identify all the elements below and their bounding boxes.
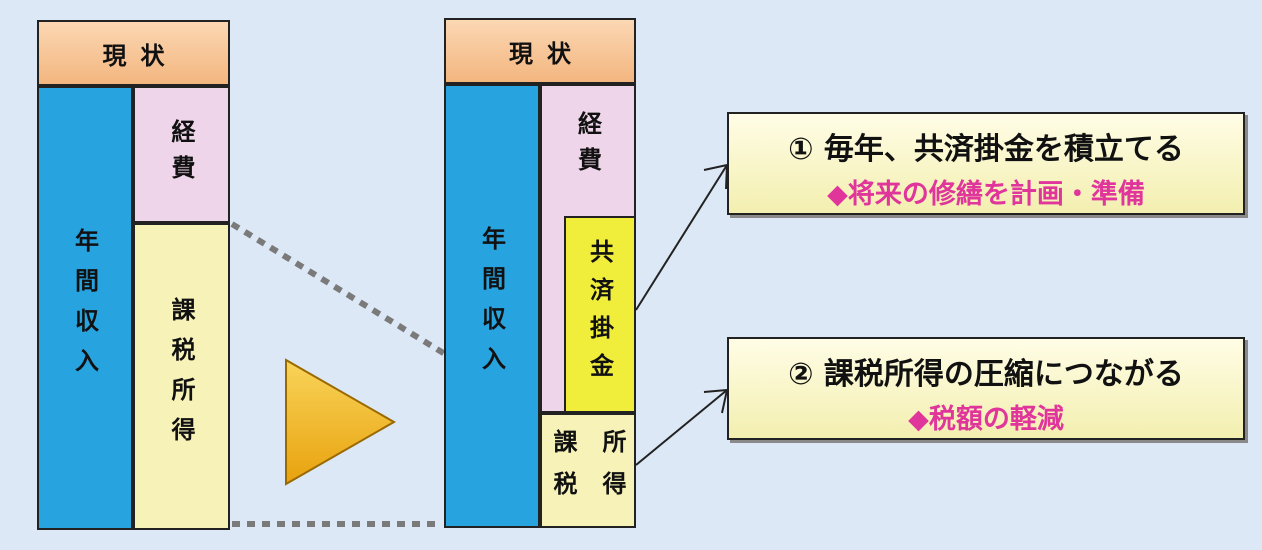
callout-1-main: ① 毎年、共済掛金を積立てる	[788, 132, 1184, 167]
pointer-arrowhead-1	[703, 163, 729, 190]
callout-2: ② 課税所得の圧縮につながる ◆税額の軽減	[727, 337, 1245, 440]
right-taxable-col-2: 課税	[549, 428, 577, 513]
pointer-line-2	[635, 389, 728, 466]
callout-1: ① 毎年、共済掛金を積立てる ◆将来の修繕を計画・準備	[727, 112, 1245, 215]
transition-arrow-icon	[285, 358, 397, 486]
right-expense-label: 経費	[573, 111, 602, 183]
callout-1-sub: ◆将来の修繕を計画・準備	[827, 179, 1145, 210]
left-taxable-block: 課税所得	[133, 223, 230, 530]
callout-2-sub: ◆税額の軽減	[908, 404, 1064, 435]
pointer-line-1	[635, 164, 728, 311]
right-header: 現状	[444, 18, 636, 84]
callout-2-main: ② 課税所得の圧縮につながる	[788, 357, 1184, 392]
right-income-block: 年間収入	[444, 84, 540, 528]
left-income-block: 年間収入	[37, 86, 133, 530]
left-expense-block: 経費	[133, 86, 230, 223]
left-header: 現状	[37, 20, 230, 86]
right-taxable-block: 所得 課税	[540, 413, 636, 528]
mutual-aid-block: 共済掛金	[564, 216, 636, 413]
right-taxable-col-1: 所得	[598, 428, 626, 513]
